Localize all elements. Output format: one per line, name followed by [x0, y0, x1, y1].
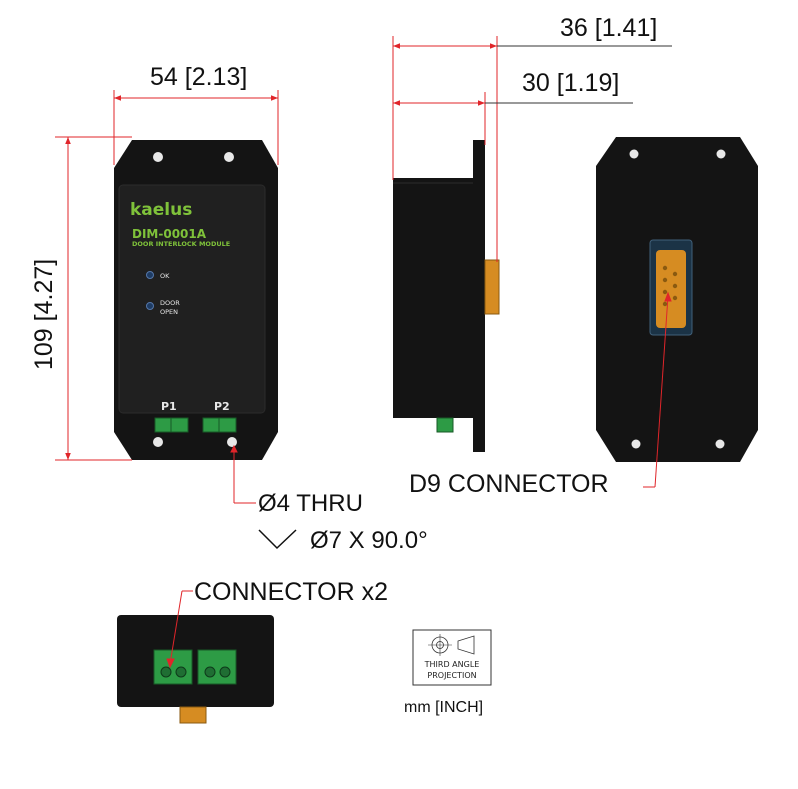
front-width-value: 54 [2.13] [150, 63, 247, 91]
back-hole-top-left [629, 149, 639, 159]
depth-body-dimension [393, 92, 633, 145]
bottom-connector-1 [153, 649, 193, 685]
units-label: mm [INCH] [404, 699, 483, 716]
bottom-body [117, 615, 274, 707]
d9-connector-shell [656, 250, 686, 328]
side-terminal [436, 417, 454, 433]
back-hole-bottom-right [715, 439, 725, 449]
front-view: kaelus DIM-0001A DOOR INTERLOCK MODULE O… [114, 140, 278, 460]
d9-callout-leader [643, 291, 672, 488]
countersink-text: Ø7 X 90.0° [310, 527, 428, 554]
led-ok-icon [146, 271, 154, 279]
side-d9-connector [484, 259, 500, 315]
d9-callout-text: D9 CONNECTOR [409, 470, 609, 498]
hole-callout-text: Ø4 THRU [258, 490, 363, 517]
projection-symbol-line1: THIRD ANGLE [424, 660, 480, 669]
back-view [596, 137, 758, 462]
depth-body-value: 30 [1.19] [522, 69, 619, 97]
led-door-icon [146, 302, 154, 310]
hole-callout-leader [230, 444, 256, 504]
mounting-hole-top-left [153, 152, 163, 162]
port-label-p2: P2 [214, 400, 230, 413]
bottom-view [117, 615, 274, 724]
side-body [393, 178, 483, 418]
connector-callout-leader [166, 590, 193, 669]
projection-symbol: THIRD ANGLE PROJECTION [412, 629, 492, 686]
led-ok-label: OK [160, 272, 170, 280]
back-hole-top-right [716, 149, 726, 159]
front-panel [118, 184, 266, 414]
connector-callout-text: CONNECTOR x2 [194, 578, 388, 606]
mounting-hole-bottom-right [227, 437, 237, 447]
led-door-label-2: OPEN [160, 308, 178, 316]
front-width-dimension [113, 90, 279, 165]
side-view [393, 140, 500, 452]
projection-symbol-frame [412, 629, 492, 686]
bottom-connector-2 [197, 649, 237, 685]
projection-symbol-line2: PROJECTION [427, 671, 476, 680]
front-height-dimension [55, 136, 132, 461]
back-hole-bottom-left [631, 439, 641, 449]
brand-logo: kaelus [130, 200, 192, 220]
module-subtitle: DOOR INTERLOCK MODULE [132, 240, 230, 248]
front-height-value: 109 [4.27] [30, 259, 58, 370]
mounting-hole-top-right [224, 152, 234, 162]
bottom-d9-stub [179, 706, 207, 724]
port-label-p1: P1 [161, 400, 177, 413]
model-label: DIM-0001A [132, 227, 207, 241]
depth-total-dimension [392, 36, 672, 262]
side-flange [473, 140, 485, 452]
depth-total-value: 36 [1.41] [560, 14, 657, 42]
led-door-label-1: DOOR [160, 299, 180, 307]
mounting-hole-bottom-left [153, 437, 163, 447]
countersink-icon [258, 529, 297, 550]
